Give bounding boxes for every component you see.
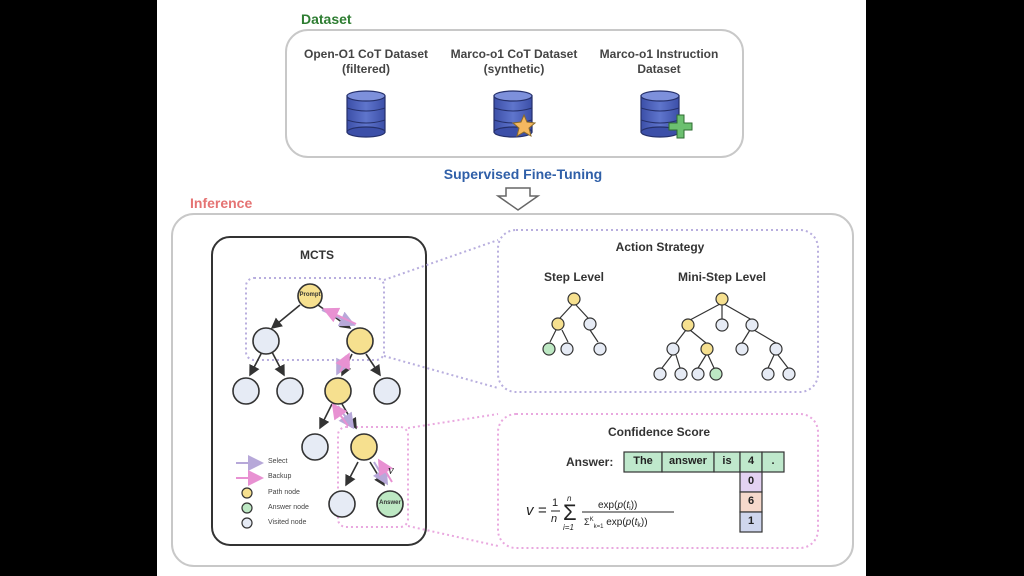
visited-node <box>560 342 574 356</box>
token-cell <box>761 451 785 473</box>
dataset-item-line: Marco-o1 CoT Dataset <box>450 47 578 61</box>
answer-node <box>376 490 404 518</box>
visited-node <box>301 433 329 461</box>
visited-node <box>715 318 729 332</box>
sft-label: Supervised Fine-Tuning <box>443 166 603 182</box>
down-arrow-icon <box>495 187 541 211</box>
visited-node <box>232 377 260 405</box>
inference-panel <box>171 213 854 567</box>
dataset-title: Dataset <box>301 11 352 27</box>
dataset-item-label: Marco-o1 Instruction Dataset <box>585 47 733 77</box>
visited-node <box>745 318 759 332</box>
database-icon <box>640 90 680 138</box>
visited-node <box>252 327 280 355</box>
token-text: answer <box>669 455 707 467</box>
visited-node <box>735 342 749 356</box>
action-strategy-title: Action Strategy <box>615 240 705 254</box>
legend-path-swatch <box>241 487 253 499</box>
answer-zoom-box <box>337 426 409 528</box>
visited-node <box>583 317 597 331</box>
mcts-zoom-box <box>245 277 385 361</box>
svg-text:Σ: Σ <box>563 500 577 525</box>
visited-node <box>674 367 688 381</box>
confidence-formula: v = 1 n Σ n i=1 exp(p(ti)) ΣKk=1 exp(p(t… <box>526 494 674 532</box>
dataset-item-line: Open-O1 CoT Dataset <box>303 47 429 61</box>
visited-node <box>328 490 356 518</box>
action-strategy-panel <box>497 229 819 393</box>
legend-select-label: Select <box>268 458 288 465</box>
path-node <box>700 342 714 356</box>
path-node <box>551 317 565 331</box>
mcts-title: MCTS <box>300 248 334 262</box>
svg-text:=: = <box>538 502 547 519</box>
svg-text:1: 1 <box>552 497 558 509</box>
answer-node-label: Answer <box>379 500 401 506</box>
visited-node <box>782 367 796 381</box>
path-node <box>346 327 374 355</box>
dataset-item-label: Open-O1 CoT Dataset (filtered) <box>292 47 440 77</box>
svg-text:n: n <box>567 494 572 503</box>
dataset-item-line: (synthetic) <box>483 62 545 76</box>
visited-node <box>276 377 304 405</box>
database-icon <box>346 90 386 138</box>
legend-visited-swatch <box>241 517 253 529</box>
alt-token-text: 0 <box>747 475 755 487</box>
svg-text:n: n <box>551 513 557 525</box>
confidence-title: Confidence Score <box>607 425 711 439</box>
svg-text:ΣKk=1 exp(p(tk)): ΣKk=1 exp(p(tk)) <box>584 517 648 530</box>
answer-node <box>709 367 723 381</box>
prompt-node <box>297 283 323 309</box>
legend-answer-label: Answer node <box>268 504 309 511</box>
visited-node <box>691 367 705 381</box>
mini-step-level-label: Mini-Step Level <box>677 270 766 284</box>
legend-path-label: Path node <box>268 489 300 496</box>
visited-node <box>761 367 775 381</box>
visited-node <box>769 342 783 356</box>
dataset-item-line: Marco-o1 Instruction <box>599 47 719 61</box>
mcts-panel <box>211 236 427 546</box>
token-text: 4 <box>747 455 755 467</box>
value-symbol: v <box>388 462 394 477</box>
visited-node <box>593 342 607 356</box>
alt-token-text: 1 <box>747 515 755 527</box>
path-node <box>567 292 581 306</box>
legend-visited-label: Visited node <box>268 519 307 526</box>
alt-token-cell <box>739 511 763 533</box>
legend-backup-label: Backup <box>268 473 292 480</box>
confidence-panel <box>497 413 819 549</box>
prompt-node-label: Prompt <box>299 292 321 298</box>
step-level-label: Step Level <box>543 270 605 284</box>
path-node <box>715 292 729 306</box>
svg-text:v: v <box>526 502 535 519</box>
visited-node <box>373 377 401 405</box>
star-icon <box>511 113 537 138</box>
legend-answer-swatch <box>241 502 253 514</box>
dataset-item-line: (filtered) <box>342 62 390 76</box>
visited-node <box>653 367 667 381</box>
dataset-panel <box>285 29 744 158</box>
inference-title: Inference <box>190 195 253 211</box>
left-letterbox <box>0 0 157 576</box>
path-node <box>350 433 378 461</box>
answer-node <box>542 342 556 356</box>
token-text: . <box>771 455 775 467</box>
dataset-item-line: Dataset <box>637 62 681 76</box>
alt-token-text: 6 <box>747 495 755 507</box>
token-text: The <box>633 455 653 467</box>
plus-icon <box>668 114 693 139</box>
path-node <box>681 318 695 332</box>
dataset-item-label: Marco-o1 CoT Dataset (synthetic) <box>440 47 588 77</box>
visited-node <box>666 342 680 356</box>
path-node <box>324 377 352 405</box>
answer-label: Answer: <box>566 455 614 469</box>
svg-text:i=1: i=1 <box>563 523 574 532</box>
right-letterbox <box>866 0 1024 576</box>
token-text: is <box>722 455 732 467</box>
svg-text:exp(p(ti)): exp(p(ti)) <box>598 500 637 512</box>
